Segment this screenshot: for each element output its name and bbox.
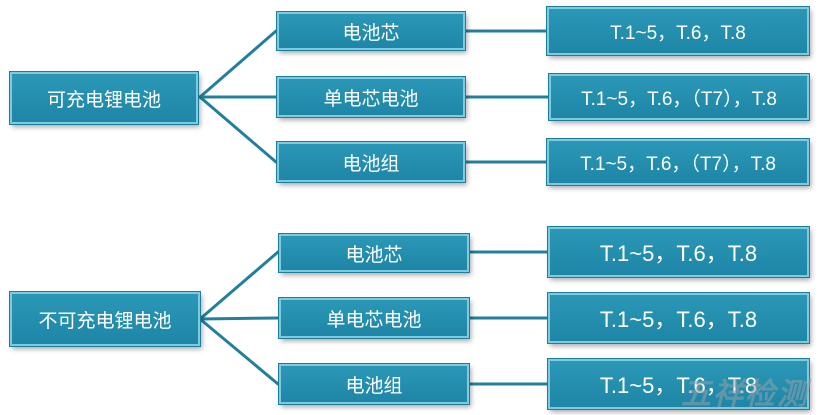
standards-single-cell-battery-rechargeable: T.1~5，T.6，（T7），T.8 (549, 74, 809, 120)
item-single-cell-battery-non-rechargeable: 单电芯电池 (279, 298, 469, 338)
standards-single-cell-battery-non-rechargeable: T.1~5，T.6，T.8 (548, 293, 809, 343)
connector-root2-item2 (198, 316, 280, 321)
root-rechargeable-lithium-battery: 可充电锂电池 (10, 72, 198, 124)
item-single-cell-battery-rechargeable: 单电芯电池 (277, 77, 465, 117)
connector-root1-item1 (198, 29, 278, 99)
connector-root1-item3 (198, 95, 278, 164)
watermark: 五祥检测 (681, 377, 809, 412)
item-cell-non-rechargeable: 电池芯 (279, 234, 469, 272)
standards-cell-rechargeable: T.1~5，T.6，T.8 (547, 7, 809, 55)
item-battery-pack-rechargeable: 电池组 (277, 142, 465, 182)
connector-root2-item3 (198, 317, 280, 386)
connector-root2-item1 (198, 250, 280, 321)
standards-cell-non-rechargeable: T.1~5，T.6，T.8 (548, 227, 809, 277)
item-battery-pack-non-rechargeable: 电池组 (279, 364, 469, 404)
standards-battery-pack-non-rechargeable: T.1~5，T.6，T.8 (548, 359, 809, 409)
root-non-rechargeable-lithium-battery: 不可充电锂电池 (10, 292, 200, 346)
standards-battery-pack-rechargeable: T.1~5，T.6，（T7），T.8 (547, 139, 809, 185)
item-cell-rechargeable: 电池芯 (277, 12, 465, 50)
